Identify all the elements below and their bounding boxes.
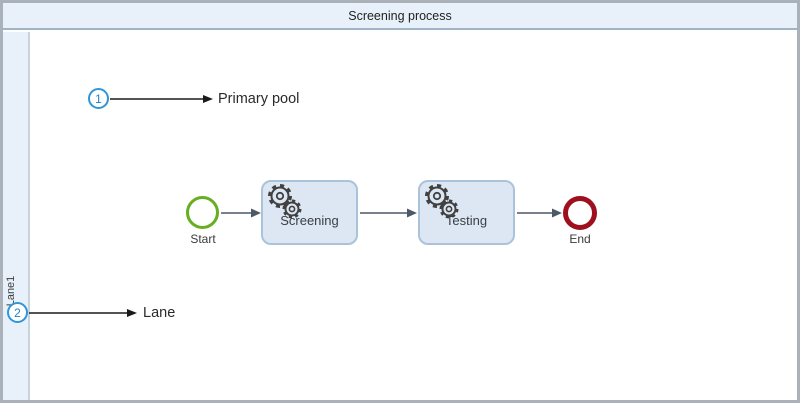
task-testing[interactable]: Testing: [418, 180, 515, 245]
arrowhead-icon: [251, 208, 261, 218]
pool-title: Screening process: [348, 8, 452, 23]
sequence-flow-start-screening[interactable]: [221, 207, 261, 219]
gears-service-task-icon: [268, 184, 302, 219]
sequence-flow-screening-testing[interactable]: [360, 207, 417, 219]
callout-number: 2: [14, 305, 21, 320]
callout-label-lane: Lane: [143, 305, 176, 321]
start-event[interactable]: [186, 196, 219, 229]
arrowhead-icon: [203, 95, 213, 103]
callout-marker-2[interactable]: 2: [7, 302, 28, 323]
arrowhead-icon: [407, 208, 417, 218]
callout-marker-1[interactable]: 1: [88, 88, 109, 109]
callout-number: 1: [95, 91, 102, 106]
sequence-flow-testing-end[interactable]: [517, 207, 562, 219]
lane-strip[interactable]: Lane1: [3, 32, 30, 400]
task-label: Screening: [280, 213, 339, 228]
pool-header[interactable]: Screening process: [3, 3, 797, 30]
task-label: Testing: [445, 213, 488, 228]
annotation-arrow-1: [110, 95, 213, 103]
callout-label-primary-pool: Primary pool: [218, 91, 300, 107]
start-event-label: Start: [190, 232, 216, 246]
task-screening[interactable]: Screening: [261, 180, 358, 245]
arrowhead-icon: [127, 309, 137, 317]
arrowhead-icon: [552, 208, 562, 218]
annotation-arrow-2: [29, 309, 137, 317]
gears-service-task-icon: [425, 184, 459, 219]
end-event-label: End: [569, 232, 591, 246]
end-event[interactable]: [563, 196, 597, 230]
